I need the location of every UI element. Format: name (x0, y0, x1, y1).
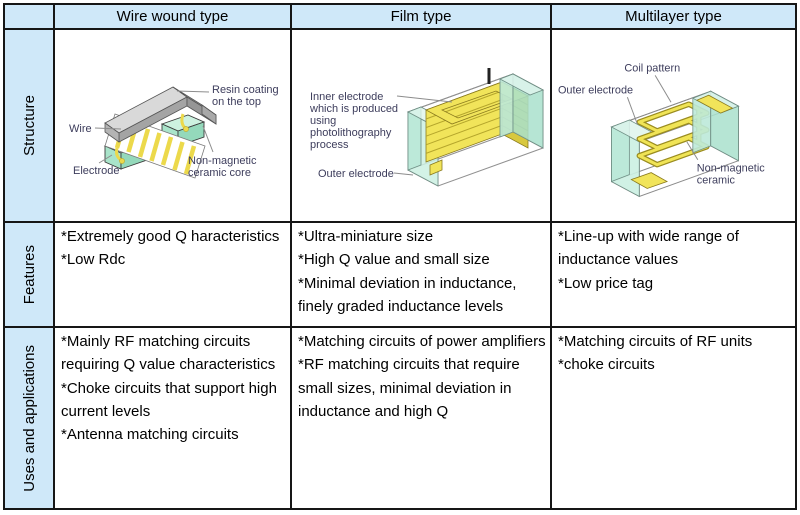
use-item: *choke circuits (558, 356, 655, 374)
feature-item: *Low Rdc (61, 251, 126, 269)
resin-coating-slab (104, 86, 217, 143)
wire-label: Wire (69, 123, 92, 135)
feature-item: *High Q value and small size (298, 251, 490, 269)
resin-coating-label-2: on the top (212, 96, 261, 108)
uses-cell-multilayer: *Matching circuits of RF units *choke ci… (552, 328, 795, 508)
electrode-label: Electrode (73, 165, 119, 177)
column-header-label: Film type (390, 8, 452, 25)
non-magnetic-ceramic-label-2: ceramic (697, 175, 736, 187)
use-item: *Choke circuits that support high curren… (61, 379, 277, 420)
feature-item: *Line-up with wide range of inductance v… (558, 228, 739, 269)
wire-ends (115, 113, 189, 164)
column-header-multilayer: Multilayer type (552, 5, 795, 30)
comparison-table: Wire wound type Film type Multilayer typ… (3, 3, 797, 510)
corner-cell (5, 5, 55, 30)
features-cell-multilayer: *Line-up with wide range of inductance v… (552, 223, 795, 328)
inner-electrode-label-3: using (310, 115, 336, 127)
feature-item: *Low price tag (558, 274, 654, 292)
coil-pad-bottom (630, 172, 669, 189)
inner-electrode-label-5: process (310, 139, 349, 151)
inner-electrode-label: Inner electrode (310, 91, 383, 103)
film-structure-diagram: Inner electrode which is produced using … (309, 68, 545, 187)
inner-electrode-label-2: which is produced (309, 103, 398, 115)
feature-item: *Extremely good Q haracteristics (61, 228, 280, 245)
outer-electrode-right (499, 73, 544, 149)
feature-item: *Ultra-miniature size (298, 228, 434, 245)
ceramic-core-label-2: ceramic core (188, 167, 251, 179)
ceramic-core-label: Non-magnetic (188, 155, 257, 167)
use-item: *Mainly RF matching circuits requiring Q… (61, 333, 276, 374)
structure-cell-film: Inner electrode which is produced using … (292, 30, 552, 223)
use-item: *Matching circuits of RF units (558, 333, 753, 350)
uses-cell-film: *Matching circuits of power amplifiers *… (292, 328, 552, 508)
inner-electrode-label-4: photolithography (310, 127, 392, 139)
structure-cell-multilayer: Coil pattern Outer electrode Non-magneti… (552, 30, 795, 223)
wire-wound-structure-diagram: Resin coating on the top Wire Electrode … (69, 84, 279, 179)
features-cell-wire-wound: *Extremely good Q haracteristics *Low Rd… (55, 223, 292, 328)
column-header-film: Film type (292, 5, 552, 30)
use-item: *Antenna matching circuits (61, 426, 239, 443)
column-header-wire-wound: Wire wound type (55, 5, 292, 30)
non-magnetic-ceramic-label: Non-magnetic (697, 163, 765, 175)
use-item: *RF matching circuits that require small… (298, 356, 520, 420)
use-item: *Matching circuits of power amplifiers (298, 333, 546, 350)
multilayer-structure-diagram: Coil pattern Outer electrode Non-magneti… (558, 62, 765, 198)
row-label-structure: Structure (5, 30, 55, 223)
row-label-uses-and-applications: Uses and applications (5, 328, 55, 508)
row-label-features: Features (5, 223, 55, 328)
resin-coating-label: Resin coating (212, 84, 279, 96)
features-cell-film: *Ultra-miniature size *High Q value and … (292, 223, 552, 328)
uses-cell-wire-wound: *Mainly RF matching circuits requiring Q… (55, 328, 292, 508)
coil-pad-top (695, 94, 734, 114)
outer-electrode-label: Outer electrode (318, 168, 394, 180)
column-header-label: Wire wound type (116, 8, 229, 25)
column-header-label: Multilayer type (625, 8, 722, 25)
coil-pattern-label: Coil pattern (624, 62, 680, 74)
feature-item: *Minimal deviation in inductance, finely… (298, 274, 517, 315)
outer-electrode-label: Outer electrode (558, 84, 633, 96)
structure-cell-wire-wound: Resin coating on the top Wire Electrode … (55, 30, 292, 223)
